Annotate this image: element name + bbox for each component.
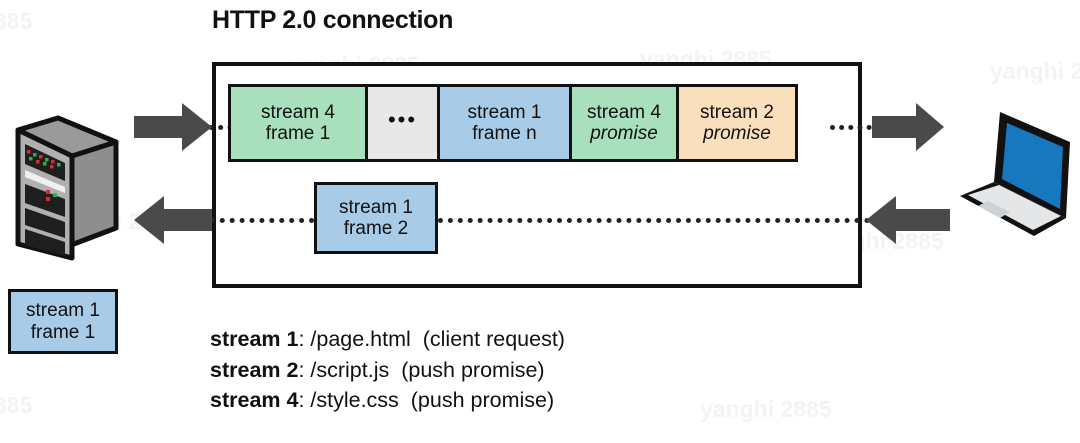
frame-label-line1: stream 1 [339, 196, 413, 218]
frame-label-line1: stream 4 [261, 101, 335, 123]
legend-row: stream 4: /style.css (push promise) [210, 385, 565, 416]
legend-stream-path: : /page.html [298, 327, 411, 351]
legend-stream-note: (client request) [422, 327, 565, 351]
frame-stream4-promise: stream 4 promise [569, 84, 679, 162]
page-title: HTTP 2.0 connection [212, 6, 454, 34]
legend-stream-name: stream 4 [210, 388, 299, 413]
watermark: 885 [0, 8, 32, 35]
ellipsis-icon: ••• [387, 106, 418, 132]
frame-label-line2: promise [590, 123, 658, 144]
laptop-icon [958, 100, 1076, 245]
legend-row: stream 1: /page.html (client request) [210, 324, 565, 355]
frame-label-line2: frame 1 [265, 123, 331, 144]
legend-stream-path: : /script.js [298, 357, 390, 382]
dotted-line-bottom [190, 218, 890, 223]
frame-label-line2: frame n [472, 123, 537, 144]
arrow-right-icon [872, 103, 944, 151]
legend-stream-note: (push promise) [401, 357, 545, 382]
frame-stream1-framen: stream 1 frame n [437, 84, 572, 162]
frame-label-line2: promise [703, 123, 771, 144]
watermark: 885 [0, 392, 32, 419]
arrow-right-icon [134, 103, 212, 151]
frame-label-line2: frame 1 [30, 321, 96, 343]
frame-label-line1: stream 2 [700, 101, 774, 123]
frame-label-line2: frame 2 [343, 218, 409, 239]
frame-row-top: stream 4 frame 1 ••• stream 1 frame n st… [228, 84, 798, 162]
frame-stream2-promise: stream 2 promise [676, 84, 798, 162]
stream-legend: stream 1: /page.html (client request) st… [210, 324, 565, 416]
arrow-left-icon [866, 196, 950, 244]
legend-row: stream 2: /script.js (push promise) [210, 355, 565, 386]
frame-label-line1: stream 1 [26, 300, 100, 322]
dotted-line-top-left [190, 125, 242, 130]
frame-ellipsis: ••• [365, 84, 440, 162]
legend-stream-name: stream 1 [210, 327, 299, 351]
frame-label-line1: stream 4 [587, 101, 661, 123]
dotted-line-top-right [830, 125, 890, 130]
watermark: yanghi 2885 [700, 396, 832, 423]
legend-stream-path: : /style.css [298, 388, 399, 413]
frame-stream1-frame1: stream 1 frame 1 [8, 289, 118, 354]
frame-stream1-frame2: stream 1 frame 2 [314, 182, 438, 254]
legend-stream-name: stream 2 [210, 357, 299, 382]
legend-stream-note: (push promise) [410, 388, 555, 413]
watermark: yanghi 2885 [990, 58, 1080, 85]
frame-stream4-frame1: stream 4 frame 1 [228, 84, 368, 162]
arrow-left-icon [134, 196, 212, 244]
frame-label-line1: stream 1 [467, 101, 542, 123]
server-icon [6, 98, 126, 271]
